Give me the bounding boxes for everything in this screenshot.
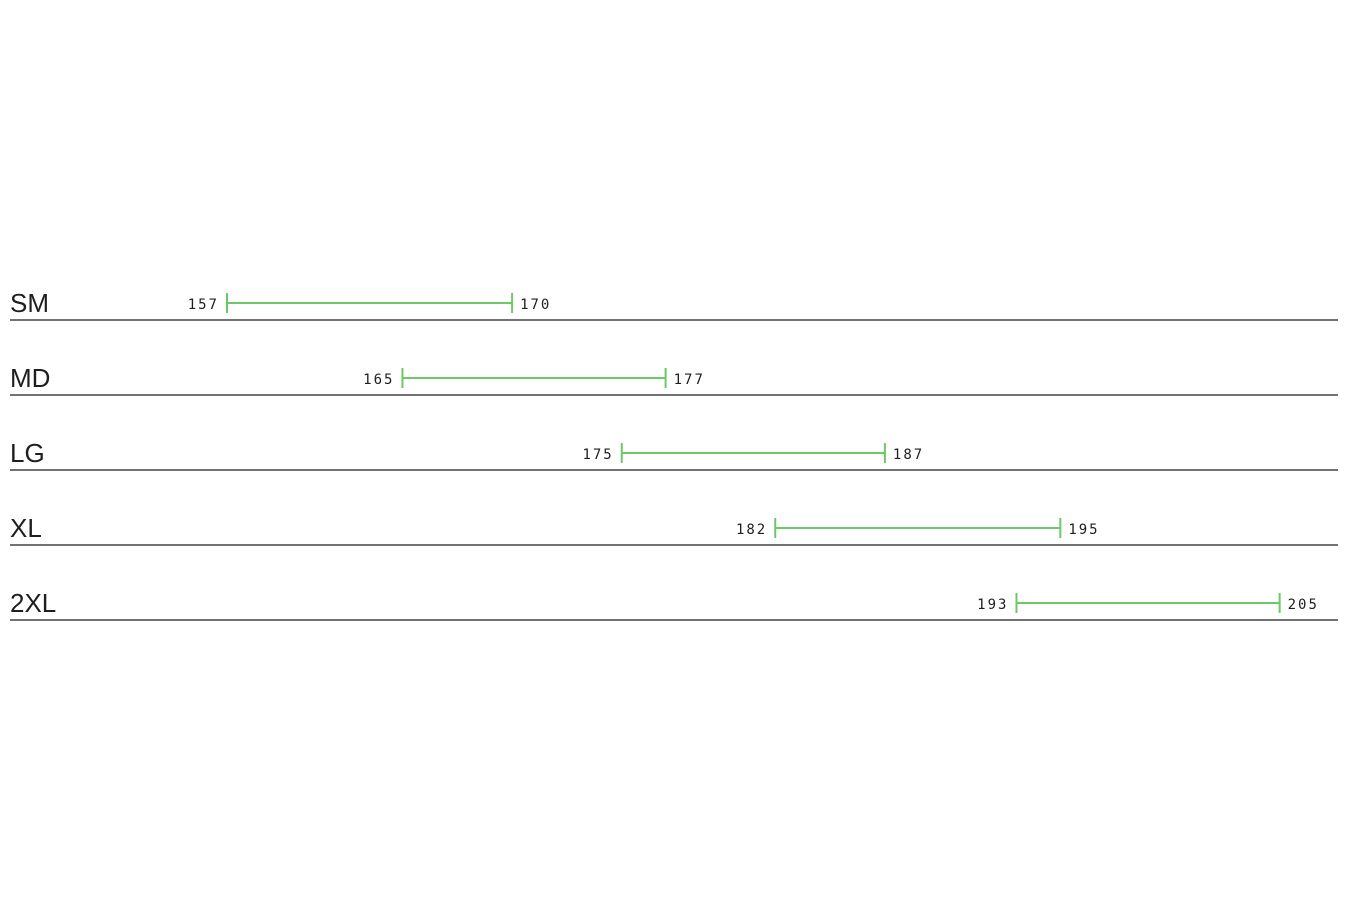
range-max-label: 205: [1288, 597, 1319, 613]
row-label-md: MD: [10, 363, 50, 393]
row-label-lg: LG: [10, 438, 45, 468]
row-label-2xl: 2XL: [10, 588, 56, 618]
range-row-md: MD 165 177: [10, 363, 1338, 396]
range-row-sm: SM 157 170: [10, 288, 1338, 321]
range-row-lg: LG 175 187: [10, 438, 1338, 471]
row-label-sm: SM: [10, 288, 49, 318]
range-min-label: 157: [188, 297, 219, 313]
range-min-label: 193: [977, 597, 1008, 613]
range-row-2xl: 2XL 193 205: [10, 588, 1338, 621]
range-min-label: 165: [363, 372, 394, 388]
range-max-label: 170: [520, 297, 551, 313]
row-label-xl: XL: [10, 513, 42, 543]
range-max-label: 187: [893, 447, 924, 463]
range-min-label: 175: [582, 447, 613, 463]
range-row-xl: XL 182 195: [10, 513, 1338, 546]
range-max-label: 177: [674, 372, 705, 388]
range-max-label: 195: [1068, 522, 1099, 538]
range-min-label: 182: [736, 522, 767, 538]
